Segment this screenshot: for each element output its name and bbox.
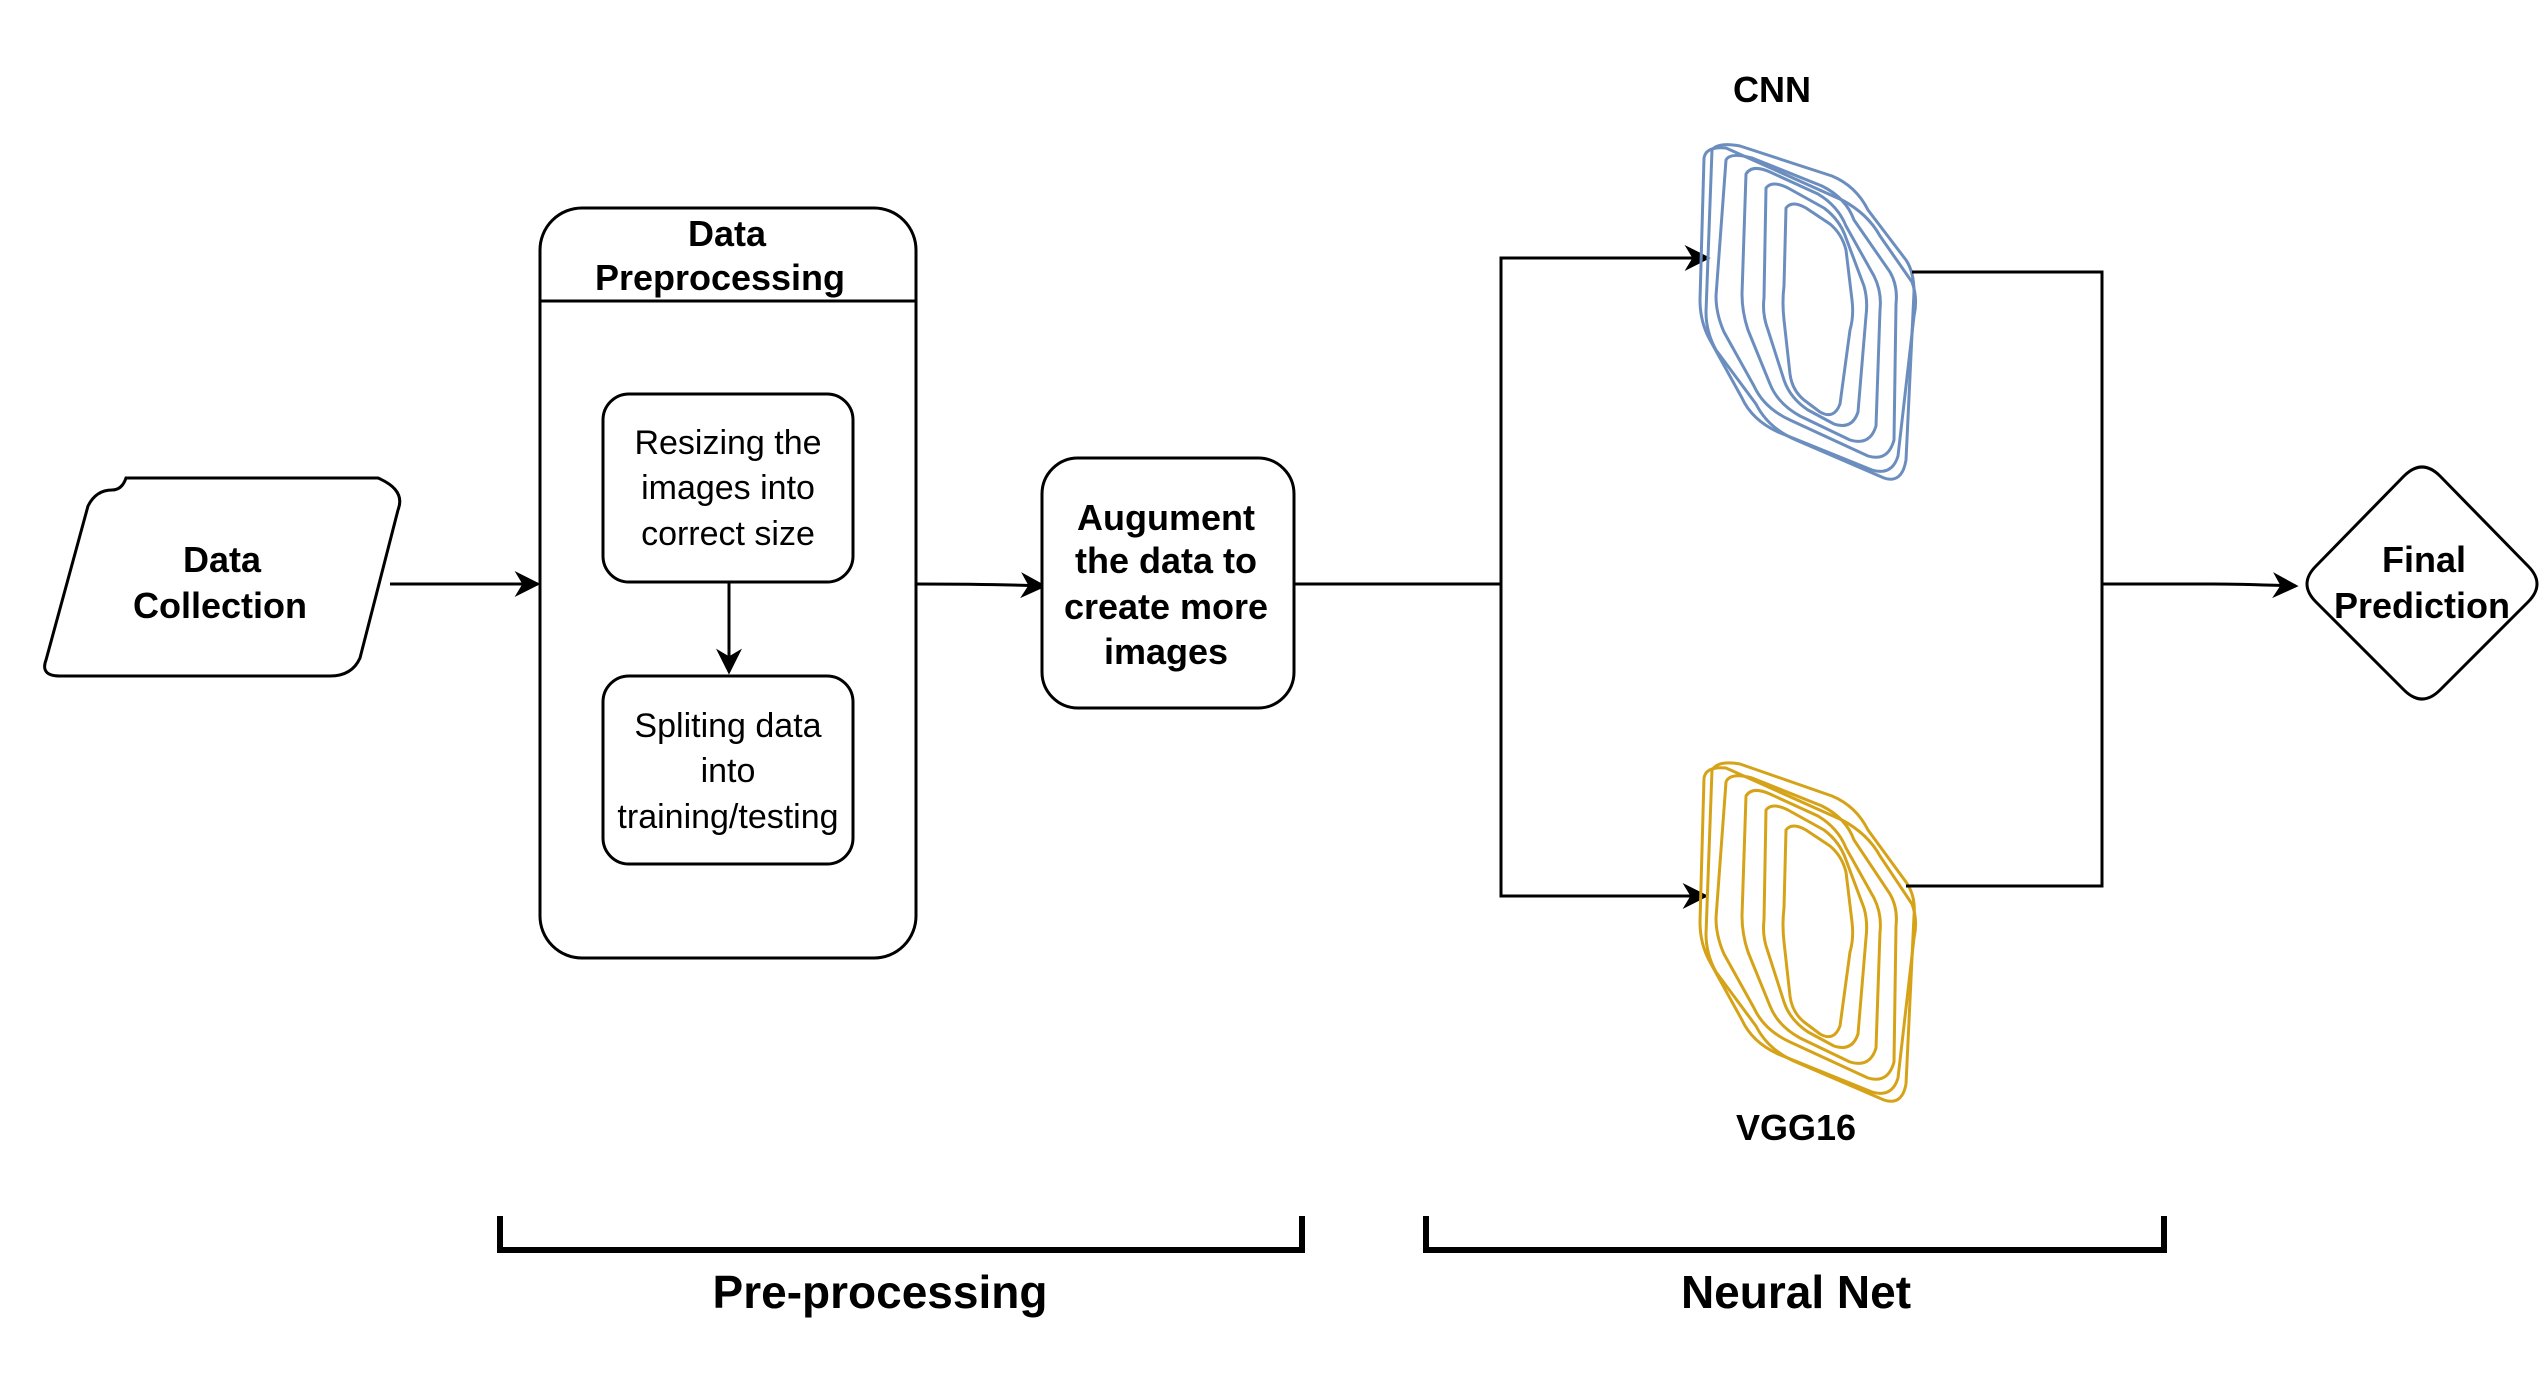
arrow-augment-to-vgg16 (1499, 584, 1709, 909)
final-prediction-node[interactable]: Final Prediction (2305, 465, 2539, 701)
final-prediction-line1: Final (2382, 539, 2466, 580)
cnn-sketch-stroke-6 (1781, 202, 1855, 417)
vgg16-sketch-stroke-2 (1698, 766, 1918, 1095)
data-collection-label-line2: Collection (133, 585, 307, 626)
preprocessing-title-line1: Data (688, 213, 767, 254)
resize-step-line2: images into (641, 469, 815, 507)
arrow-augment-to-cnn (1294, 245, 1711, 586)
final-prediction-line2: Prediction (2334, 585, 2510, 626)
data-collection-shape (43, 476, 402, 678)
resize-step[interactable]: Resizing the images into correct size (601, 392, 855, 584)
augment-label-line4: images (1104, 631, 1228, 672)
vgg16-sketch-stroke-3 (1714, 774, 1898, 1081)
augment-label-line2: the data to (1075, 540, 1257, 581)
split-step-line3: training/testing (617, 798, 838, 836)
resize-step-line1: Resizing the (634, 424, 821, 462)
preprocessing-group-bracket: Pre-processing (497, 1216, 1305, 1318)
vgg16-label: VGG16 (1736, 1107, 1856, 1148)
augment-label-line1: Augument (1077, 497, 1255, 538)
data-collection-label-line1: Data (183, 539, 262, 580)
cnn-sketch-stroke-2 (1698, 146, 1918, 473)
cnn-model-node[interactable] (1698, 143, 1918, 481)
cnn-label: CNN (1733, 69, 1811, 110)
final-prediction-shape (2305, 465, 2539, 701)
neural-net-group-bracket: Neural Net (1423, 1216, 2167, 1318)
split-step-shape (601, 674, 855, 866)
vgg16-sketch-stroke-6 (1781, 824, 1855, 1039)
vgg16-sketch-stroke-5 (1762, 804, 1869, 1049)
split-step-line1: Spliting data (634, 707, 821, 745)
resize-step-line3: correct size (641, 515, 815, 553)
preprocessing-bracket-line (497, 1216, 1305, 1253)
neural-net-bracket-line (1423, 1216, 2167, 1253)
connector-models-merge (1906, 270, 2104, 888)
augment-node[interactable]: Augument the data to create more images (1040, 456, 1296, 710)
augment-label-line3: create more (1064, 586, 1268, 627)
cnn-sketch-stroke-5 (1762, 182, 1869, 427)
split-step[interactable]: Spliting data into training/testing (601, 674, 855, 866)
cnn-sketch-stroke-4 (1740, 167, 1882, 443)
preprocessing-container[interactable]: Data Preprocessing Resizing the images i… (538, 206, 918, 960)
split-step-line2: into (701, 752, 756, 790)
neural-net-group-label: Neural Net (1681, 1266, 1911, 1318)
data-collection-node[interactable]: Data Collection (43, 476, 402, 678)
vgg16-sketch-stroke-4 (1740, 789, 1882, 1065)
arrow-preprocessing-to-augment (915, 572, 1047, 599)
cnn-sketch-stroke-3 (1714, 153, 1898, 459)
preprocessing-group-label: Pre-processing (713, 1266, 1048, 1318)
vgg16-model-node[interactable] (1698, 761, 1918, 1103)
arrow-models-to-final (2102, 572, 2299, 599)
preprocessing-title-line2: Preprocessing (595, 257, 845, 298)
